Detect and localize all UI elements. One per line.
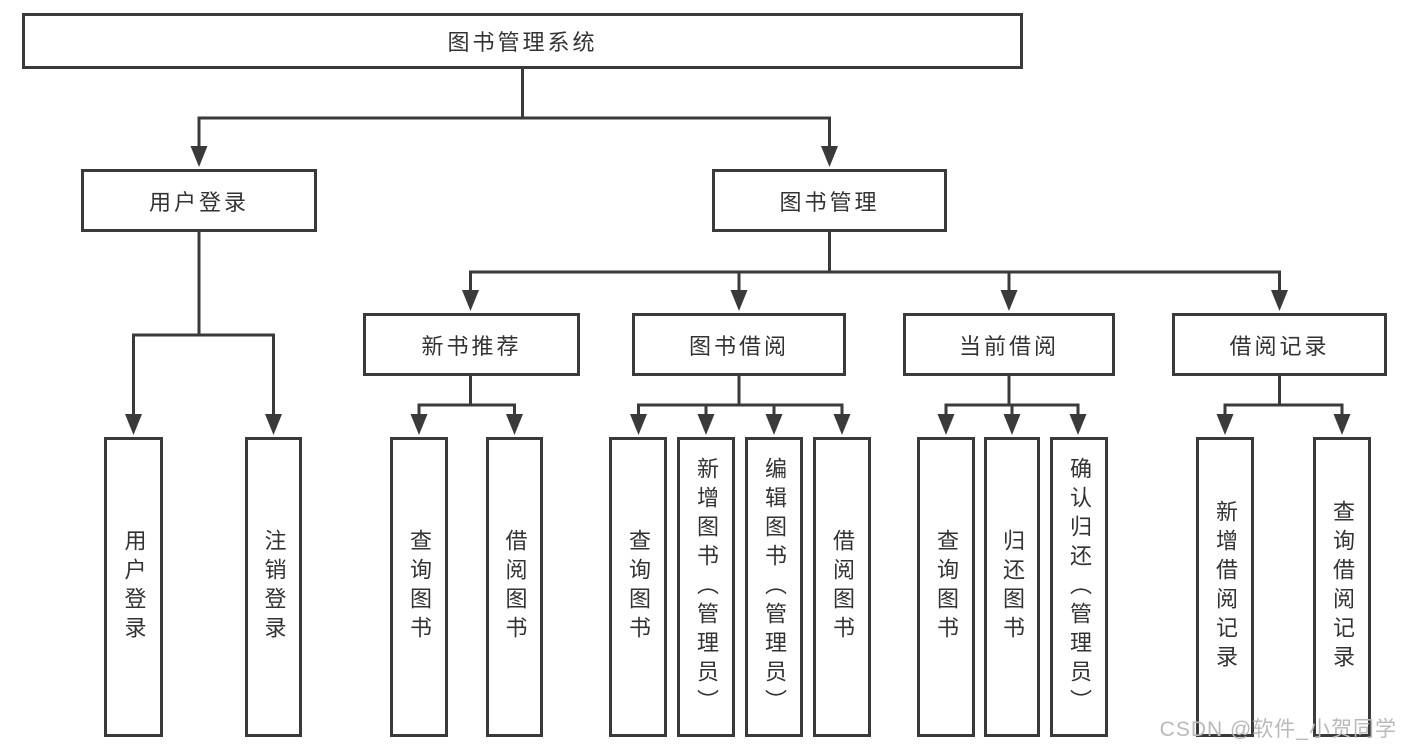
node-book-management: 图书管理 — [712, 169, 947, 232]
leaf-add-borrow-record: 新增借阅记录 — [1196, 437, 1254, 737]
csdn-watermark: CSDN @软件_小贺同学 — [1159, 718, 1397, 741]
node-user-login: 用户登录 — [81, 169, 317, 232]
leaf-borrow-query-books: 查询图书 — [609, 437, 667, 737]
leaf-return-books: 归还图书 — [984, 437, 1040, 737]
leaf-newbook-borrow-books: 借阅图书 — [486, 437, 543, 737]
connector-bookborrow-to-leaves — [630, 374, 851, 435]
node-borrow-records: 借阅记录 — [1172, 313, 1387, 376]
connector-bookmgmt-to-level3 — [462, 230, 1288, 311]
leaf-query-borrow-record: 查询借阅记录 — [1313, 437, 1371, 737]
node-current-borrow: 当前借阅 — [903, 313, 1115, 376]
leaf-user-login: 用户登录 — [104, 437, 163, 737]
connector-borrowrecords-to-leaves — [1216, 374, 1351, 435]
connector-newbook-to-leaves — [410, 374, 523, 435]
connector-root-to-level2 — [190, 67, 838, 167]
leaf-current-query-books: 查询图书 — [917, 437, 975, 737]
connector-currentborrow-to-leaves — [937, 374, 1087, 435]
leaf-borrow-books: 借阅图书 — [813, 437, 871, 737]
leaf-confirm-return-admin: 确认归还（管理员） — [1050, 437, 1108, 737]
leaf-add-books-admin: 新增图书（管理员） — [677, 437, 735, 737]
node-root-system: 图书管理系统 — [22, 13, 1023, 69]
leaf-edit-books-admin: 编辑图书（管理员） — [745, 437, 803, 737]
node-book-borrow: 图书借阅 — [632, 313, 846, 376]
connector-userlogin-to-leaves — [125, 230, 282, 435]
leaf-newbook-query-books: 查询图书 — [390, 437, 448, 737]
leaf-logout: 注销登录 — [245, 437, 302, 737]
node-new-book-recommend: 新书推荐 — [363, 313, 580, 376]
